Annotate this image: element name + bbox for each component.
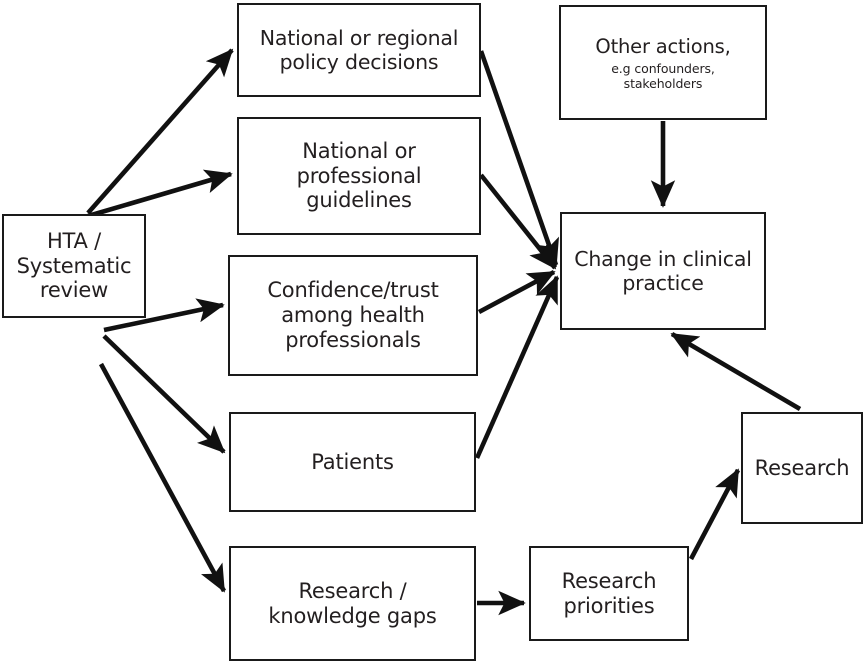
node-label: Confidence/trust among health profession… — [267, 278, 439, 352]
node-label: Research priorities — [561, 568, 657, 618]
edge-priorities-to-research — [688, 468, 741, 561]
node-research-priorities[interactable]: Research priorities — [529, 546, 689, 641]
node-national-or-professional-guidelines[interactable]: National or professional guidelines — [237, 117, 481, 235]
edge-hta-to-policy — [86, 48, 234, 215]
node-national-or-regional-policy-decisions[interactable]: National or regional policy decisions — [237, 3, 481, 97]
node-label: Patients — [311, 449, 394, 474]
node-label: Research / knowledge gaps — [268, 578, 437, 628]
edge-research-to-change — [670, 332, 802, 411]
node-patients[interactable]: Patients — [229, 412, 476, 512]
node-label: Other actions, — [595, 34, 731, 58]
edge-hta-to-patients — [102, 334, 226, 454]
edge-policy-to-change — [478, 50, 559, 267]
node-change-in-clinical-practice[interactable]: Change in clinical practice — [560, 212, 766, 330]
node-research[interactable]: Research — [741, 412, 863, 524]
node-research-knowledge-gaps[interactable]: Research / knowledge gaps — [229, 546, 476, 661]
node-label: Change in clinical practice — [574, 246, 752, 295]
node-label: Research — [754, 455, 850, 480]
node-other-actions[interactable]: Other actions, e.g confounders, stakehol… — [559, 5, 767, 120]
node-hta-systematic-review[interactable]: HTA / Systematic review — [2, 214, 146, 318]
node-label: National or regional policy decisions — [259, 25, 459, 74]
node-sub-label: e.g confounders, stakeholders — [611, 60, 715, 91]
edge-patients-to-change — [474, 275, 560, 459]
node-confidence-trust-among-health-professionals[interactable]: Confidence/trust among health profession… — [228, 255, 478, 376]
edge-guidelines-to-change — [479, 173, 557, 270]
edge-confidence-to-change — [477, 269, 556, 315]
edge-hta-to-guidelines — [87, 169, 233, 219]
node-label: National or professional guidelines — [296, 138, 422, 213]
node-label: HTA / Systematic review — [16, 228, 132, 303]
edge-hta-to-gaps — [98, 362, 227, 593]
